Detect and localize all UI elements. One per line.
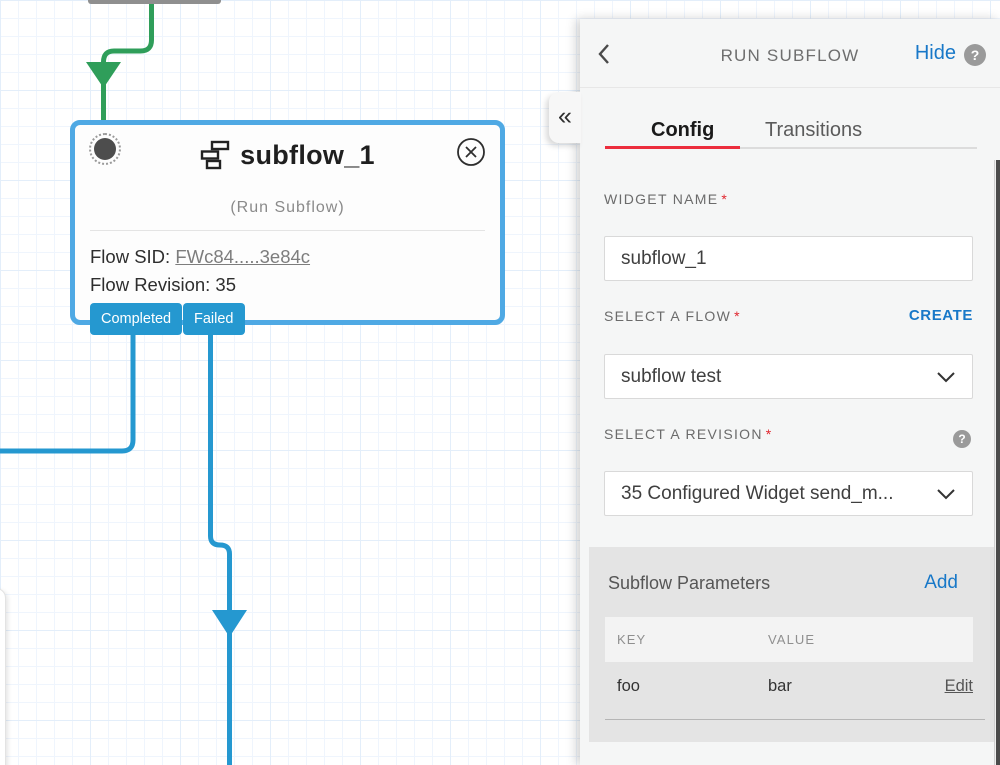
flow-sid-line: Flow SID: FWc84.....3e84c (90, 243, 310, 271)
value-column-header: VALUE (768, 632, 816, 647)
revision-select[interactable]: 35 Configured Widget send_m... (604, 471, 973, 516)
create-flow-link[interactable]: CREATE (908, 307, 973, 324)
offscreen-widget-edge-bottom (0, 588, 6, 765)
help-icon[interactable]: ? (964, 44, 986, 66)
inspector-panel: RUN SUBFLOW Hide ? Config Transitions WI… (580, 19, 1000, 765)
revision-select-value: 35 Configured Widget send_m... (621, 482, 894, 504)
flow-select-value: subflow test (621, 365, 722, 387)
failed-connector-blue[interactable] (208, 331, 232, 765)
widget-name-label: WIDGET NAME* (604, 191, 729, 207)
parameter-key: foo (617, 676, 640, 695)
panel-title: RUN SUBFLOW (720, 46, 860, 65)
required-asterisk: * (765, 426, 773, 442)
parameters-divider (605, 719, 985, 720)
scrollbar-thumb[interactable] (996, 160, 1000, 765)
required-asterisk: * (721, 191, 729, 207)
chevron-down-icon (937, 488, 955, 499)
required-asterisk: * (734, 308, 741, 324)
edit-parameter-link[interactable]: Edit (944, 676, 973, 695)
parameter-value: bar (768, 676, 792, 695)
select-flow-label: SELECT A FLOW* (604, 308, 741, 324)
widget-title: subflow_1 (240, 139, 375, 170)
tab-underline (605, 147, 977, 149)
card-divider (90, 230, 485, 231)
revision-help-icon[interactable]: ? (953, 430, 971, 448)
chevron-down-icon (937, 371, 955, 382)
flow-sid-link[interactable]: FWc84.....3e84c (175, 246, 311, 267)
failed-arrowhead (212, 610, 247, 637)
header-divider (580, 87, 1000, 88)
widget-name-input[interactable] (604, 236, 973, 281)
offscreen-widget-edge-top (88, 0, 221, 4)
flow-revision-line: Flow Revision: 35 (90, 274, 237, 295)
transition-tag-failed[interactable]: Failed (183, 303, 245, 335)
collapse-panel-button[interactable]: « (549, 92, 581, 143)
completed-connector-blue[interactable] (0, 331, 136, 454)
incoming-arrowhead (86, 62, 121, 88)
select-revision-label: SELECT A REVISION* (604, 426, 773, 442)
key-column-header: KEY (617, 632, 647, 647)
connection-dot-inner (94, 138, 116, 160)
flow-select[interactable]: subflow test (604, 354, 973, 399)
parameters-table-header: KEY VALUE (605, 617, 973, 662)
back-chevron-icon[interactable] (596, 43, 612, 65)
parameters-title: Subflow Parameters (608, 573, 771, 593)
panel-scrollbar[interactable] (994, 160, 1000, 765)
tab-config[interactable]: Config (651, 119, 715, 141)
tab-transitions[interactable]: Transitions (765, 119, 863, 141)
flow-sid-label: Flow SID: (90, 246, 171, 267)
hide-panel-link[interactable]: Hide (914, 42, 956, 64)
active-tab-indicator (605, 146, 740, 149)
widget-type-label: (Run Subflow) (230, 199, 345, 216)
close-icon[interactable] (456, 137, 486, 167)
transition-tag-completed[interactable]: Completed (90, 303, 183, 335)
add-parameter-link[interactable]: Add (924, 572, 958, 593)
subflow-parameters-section: Subflow Parameters Add KEY VALUE foo bar… (589, 547, 995, 742)
subflow-widget-card[interactable]: subflow_1 (Run Subflow) Flow SID: FWc84.… (70, 120, 505, 335)
subflow-icon (200, 140, 230, 169)
parameter-row: foo bar Edit (605, 662, 973, 710)
panel-header: RUN SUBFLOW Hide ? (580, 19, 1000, 87)
collapse-icon: « (558, 101, 572, 130)
connection-dot[interactable] (89, 133, 121, 165)
incoming-connector-green[interactable] (101, 0, 154, 125)
